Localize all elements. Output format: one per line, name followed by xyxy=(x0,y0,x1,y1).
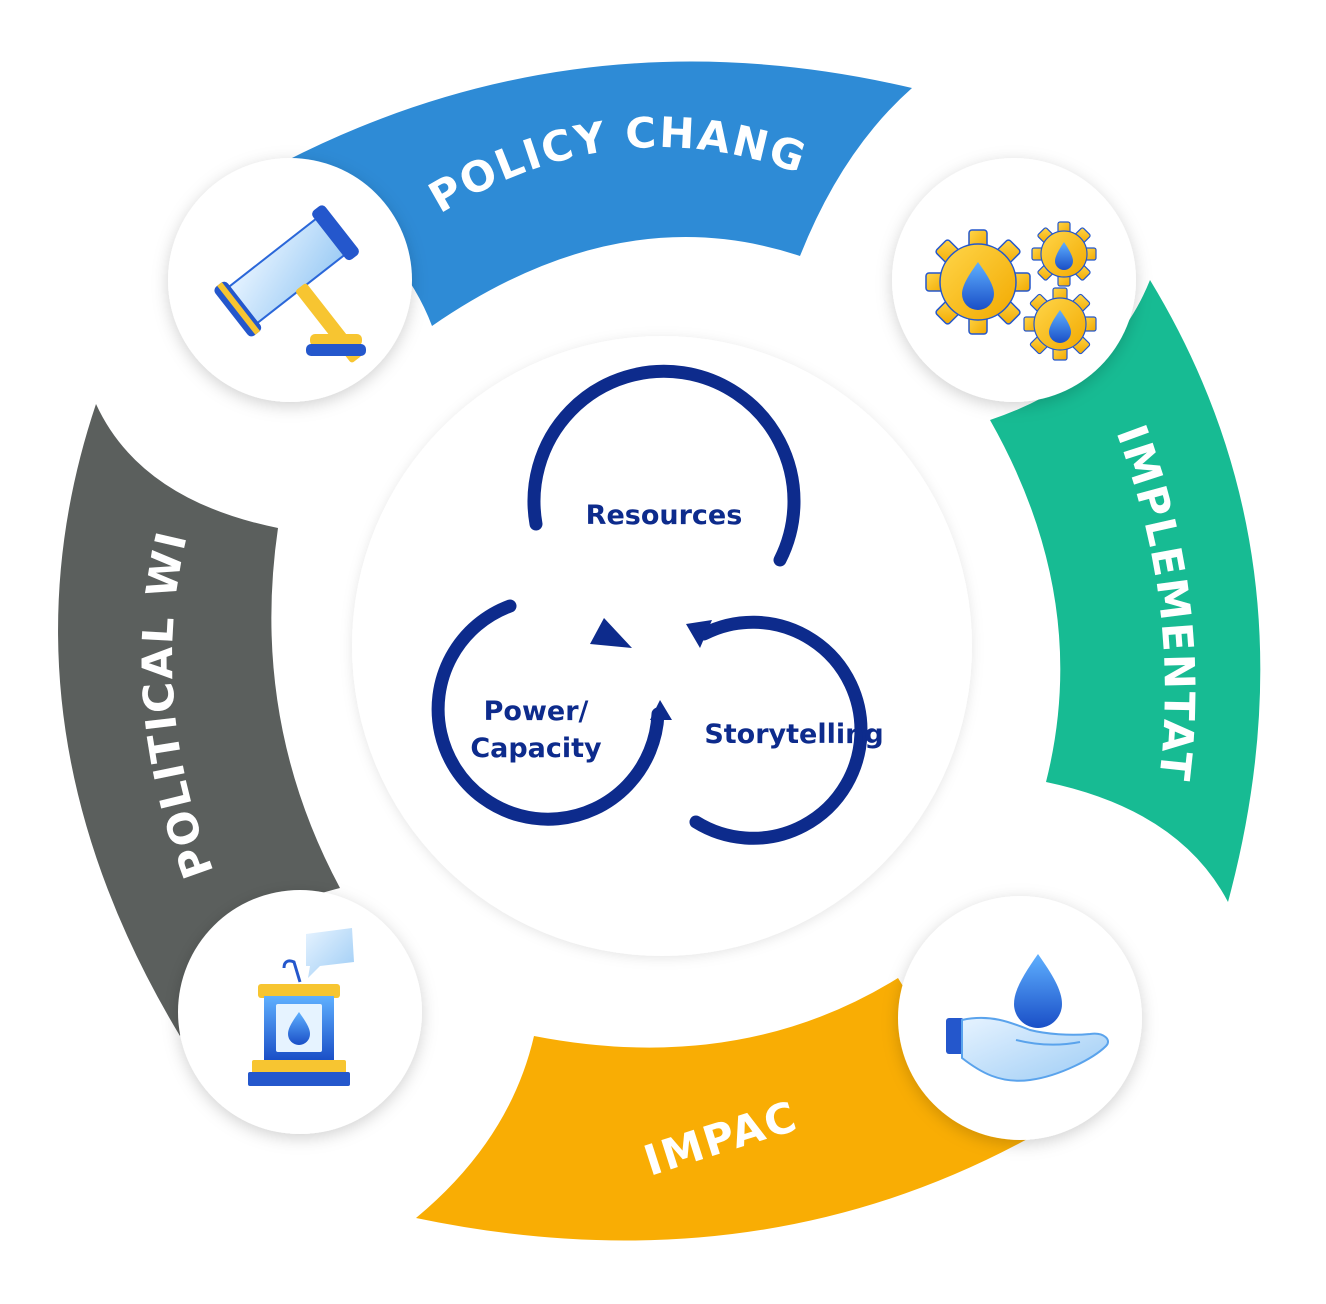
impact-band xyxy=(416,978,1040,1241)
storytelling-arrowhead xyxy=(686,620,712,648)
implementation-band xyxy=(990,280,1261,902)
storytelling-loop xyxy=(689,615,868,845)
gears-water-drop-icon xyxy=(925,221,1097,361)
power-capacity-loop xyxy=(431,599,665,826)
gavel-icon xyxy=(214,205,366,363)
policy-change-band xyxy=(284,61,912,327)
inner-circle-background xyxy=(352,336,972,956)
resources-arrowhead xyxy=(590,618,632,648)
capacity-label: Capacity xyxy=(470,733,602,764)
podium-speech-icon xyxy=(248,928,354,1086)
storytelling-label: Storytelling xyxy=(704,719,883,750)
inner-cycle-loops xyxy=(431,364,868,845)
resources-loop xyxy=(527,364,801,567)
resources-label: Resources xyxy=(586,500,743,531)
power-capacity-arrowhead xyxy=(650,700,672,720)
hand-water-drop-icon xyxy=(946,954,1109,1082)
power-label: Power/ xyxy=(484,696,589,727)
political-will-band xyxy=(58,404,341,1036)
inner-cycle-arrowheads xyxy=(590,618,712,720)
